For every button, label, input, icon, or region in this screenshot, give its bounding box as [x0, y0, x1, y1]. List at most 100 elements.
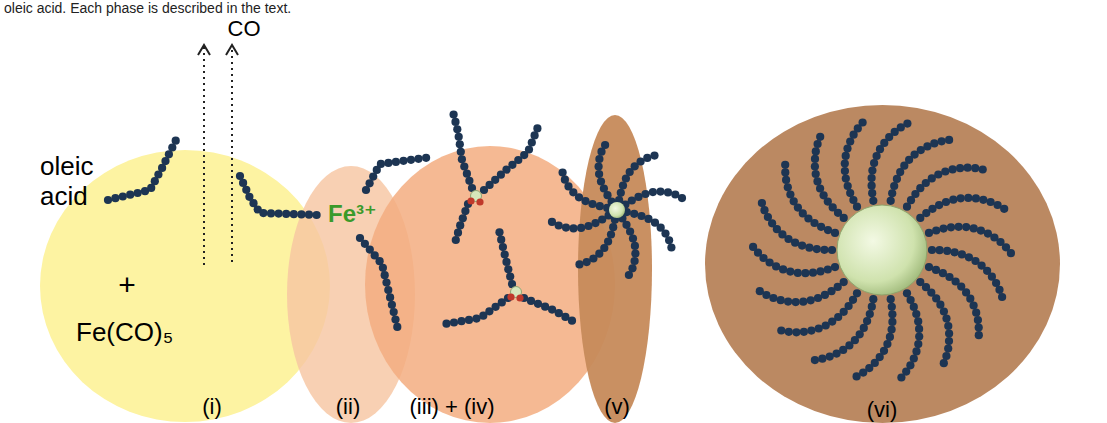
- iron-oxide-core: [837, 205, 927, 295]
- carbon-bead: [936, 246, 944, 254]
- caption-wrap: oleic acid. Each phase is described in t…: [4, 0, 291, 16]
- oxygen-atom: [476, 198, 483, 205]
- carbon-bead: [947, 223, 955, 231]
- phase-number: (iii) + (iv): [410, 394, 495, 419]
- phase-region: [578, 115, 652, 423]
- ellipse-outline: [578, 115, 652, 423]
- carbon-bead: [756, 287, 764, 295]
- carbon-bead: [914, 340, 922, 348]
- carbon-bead: [577, 224, 585, 232]
- carbon-bead: [813, 245, 821, 253]
- carbon-bead: [600, 184, 608, 192]
- carbon-bead: [631, 249, 639, 257]
- carbon-bead: [588, 200, 596, 208]
- carbon-bead: [749, 243, 757, 251]
- carbon-bead: [463, 170, 471, 178]
- carbon-bead: [942, 198, 950, 206]
- carbon-bead: [943, 247, 951, 255]
- carbon-bead: [940, 307, 948, 315]
- carbon-bead: [465, 177, 473, 185]
- phase-ellipse: oleic acid+Fe(CO)₅(i): [40, 150, 330, 422]
- phase-ellipse: (iii) + (iv): [365, 146, 615, 423]
- carbon-bead: [930, 139, 938, 147]
- carbon-bead: [977, 227, 985, 235]
- carbon-bead: [678, 194, 686, 202]
- carbon-bead: [392, 158, 400, 166]
- carbon-bead: [957, 194, 965, 202]
- carbon-bead: [934, 170, 942, 178]
- carbon-bead: [1000, 205, 1008, 213]
- carbon-bead: [465, 316, 473, 324]
- phase-region: [40, 150, 330, 422]
- carbon-bead: [945, 337, 953, 345]
- carbon-bead: [925, 229, 933, 237]
- carbon-bead: [888, 189, 896, 197]
- carbon-bead: [794, 269, 802, 277]
- carbon-bead: [596, 202, 604, 210]
- carbon-bead: [456, 140, 464, 148]
- carbon-bead: [457, 148, 465, 156]
- carbon-bead: [888, 303, 896, 311]
- carbon-bead: [391, 315, 399, 323]
- carbon-bead: [786, 268, 794, 276]
- carbon-bead: [388, 301, 396, 309]
- carbon-bead: [451, 118, 459, 126]
- carbon-bead: [777, 326, 785, 334]
- carbon-bead: [407, 156, 415, 164]
- carbon-bead: [828, 246, 836, 254]
- carbon-bead: [831, 263, 839, 271]
- carbon-bead: [607, 230, 615, 238]
- carbon-bead: [942, 352, 950, 360]
- carbon-bead: [637, 212, 645, 220]
- carbon-bead: [597, 177, 605, 185]
- carbon-bead: [126, 191, 134, 199]
- carbon-bead: [414, 155, 422, 163]
- carbon-bead: [531, 131, 539, 139]
- carbon-bead: [595, 162, 603, 170]
- carbon-bead: [956, 164, 964, 172]
- text-wrap: (v): [604, 394, 630, 419]
- carbon-bead: [534, 300, 542, 308]
- text-wrap: +: [118, 268, 136, 303]
- carbon-bead: [869, 197, 877, 205]
- text-wrap: (i): [202, 394, 222, 419]
- carbon-bead: [502, 258, 510, 266]
- carbon-bead: [591, 219, 599, 227]
- carbon-bead: [569, 224, 577, 232]
- carbon-bead: [949, 165, 957, 173]
- carbon-bead: [887, 197, 895, 205]
- carbon-bead: [275, 210, 283, 218]
- carbon-bead: [760, 206, 768, 214]
- carbon-bead: [945, 329, 953, 337]
- carbon-bead: [970, 224, 978, 232]
- carbon-bead: [548, 218, 556, 226]
- carbon-bead: [975, 331, 983, 339]
- carbon-bead: [134, 189, 142, 197]
- carbon-bead: [267, 209, 275, 217]
- carbon-bead: [910, 303, 918, 311]
- carbon-bead: [297, 210, 305, 218]
- oxygen-atom: [507, 293, 514, 300]
- carbon-bead: [282, 210, 290, 218]
- carbon-bead: [939, 225, 947, 233]
- carbon-bead: [458, 155, 466, 163]
- carbon-bead: [450, 111, 458, 119]
- carbon-bead: [525, 145, 533, 153]
- carbon-bead: [305, 211, 313, 219]
- figure-caption: oleic acid. Each phase is described in t…: [4, 0, 291, 16]
- carbon-bead: [945, 136, 953, 144]
- text-wrap: Fe³⁺: [328, 200, 377, 228]
- phase-number: (ii): [336, 394, 360, 419]
- carbon-bead: [781, 168, 789, 176]
- carbon-bead: [807, 296, 815, 304]
- carbon-bead: [259, 209, 267, 217]
- carbon-bead: [868, 182, 876, 190]
- carbon-bead: [379, 264, 387, 272]
- phase-ellipse: Fe³⁺ (ii): [287, 166, 415, 423]
- carbon-bead: [807, 327, 815, 335]
- carbon-bead: [888, 318, 896, 326]
- carbon-bead: [824, 265, 832, 273]
- carbon-bead: [868, 166, 876, 174]
- carbon-bead: [944, 345, 952, 353]
- carbon-bead: [382, 279, 390, 287]
